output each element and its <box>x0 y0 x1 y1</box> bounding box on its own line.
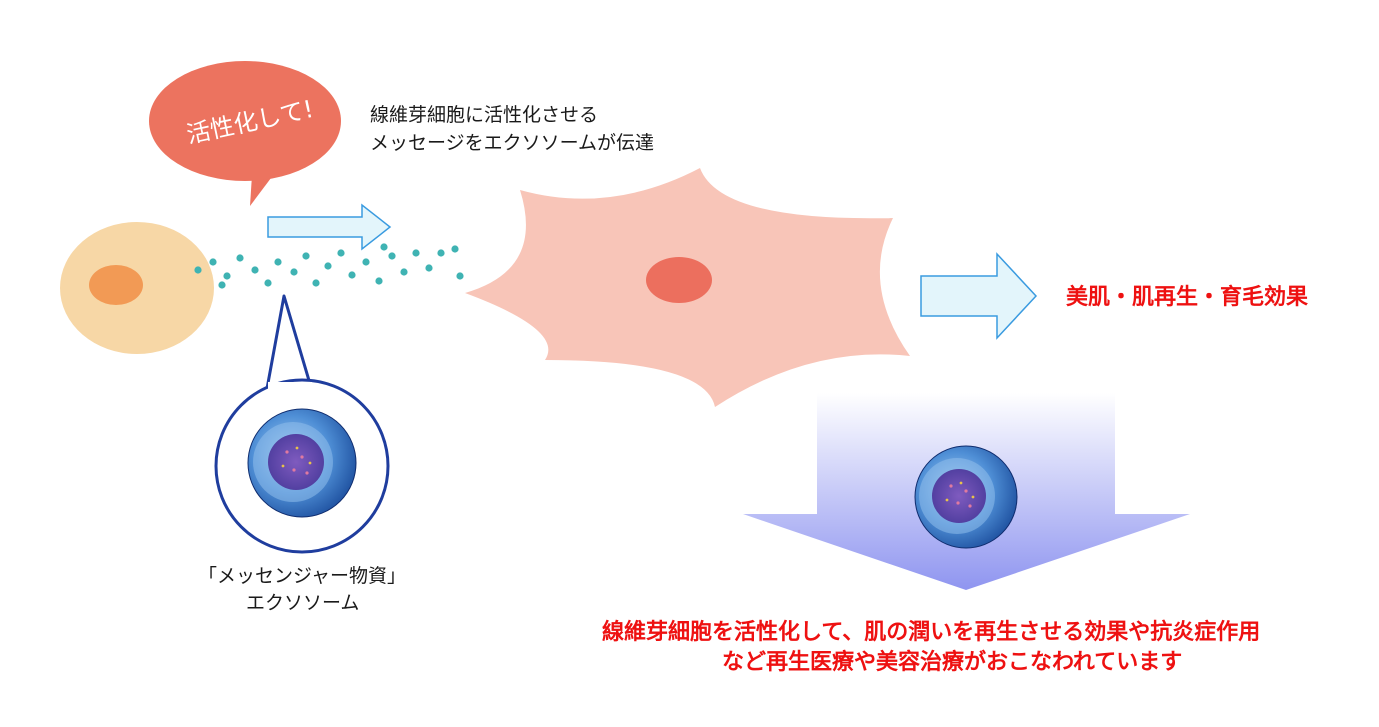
speech-bubble: 活性化して! <box>149 61 341 206</box>
exosome-caption-line2: エクソソーム <box>246 592 360 614</box>
exosome-illustration-large <box>914 445 1018 549</box>
effect-arrow <box>920 252 1038 340</box>
fibroblast-nucleus <box>646 257 712 303</box>
source-cell-nucleus <box>89 265 143 305</box>
caption-top-line1: 線維芽細胞に活性化させる <box>370 104 599 126</box>
exosome-illustration-small <box>247 408 357 518</box>
exosome-particles <box>194 243 464 289</box>
exosome-caption-line1: 「メッセンジャー物資」 <box>198 565 407 587</box>
transfer-arrow <box>267 203 392 251</box>
bottom-caption-line1: 線維芽細胞を活性化して、肌の潤いを再生させる効果や抗炎症作用 <box>602 620 1261 645</box>
bottom-caption-line2: など再生医療や美容治療がおこなわれています <box>722 650 1183 675</box>
caption-top-line2: メッセージをエクソソームが伝達 <box>370 132 655 154</box>
effect-label: 美肌・肌再生・育毛効果 <box>1066 285 1309 310</box>
